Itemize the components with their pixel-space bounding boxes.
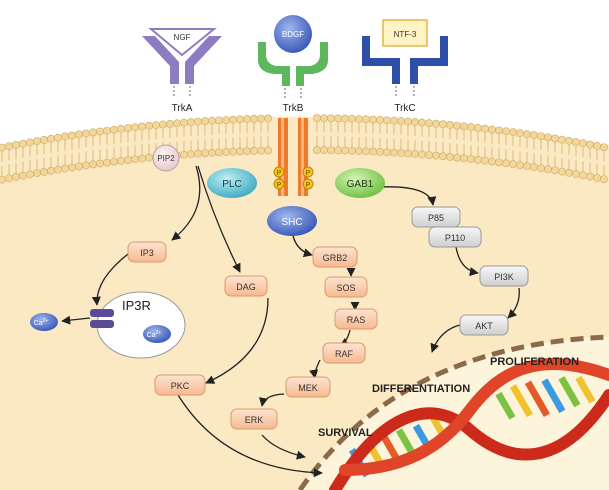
- ntf3-ligand-label: NTF-3: [394, 30, 417, 39]
- svg-text:Ca2+: Ca2+: [147, 330, 162, 339]
- p85-node: P85: [411, 206, 461, 228]
- bdgf-ligand-label: BDGF: [282, 30, 304, 39]
- svg-text:RAS: RAS: [347, 315, 366, 325]
- akt-node: AKT: [459, 314, 509, 336]
- svg-text:GAB1: GAB1: [347, 179, 374, 190]
- svg-text:SHC: SHC: [281, 217, 302, 228]
- mek-node: MEK: [285, 376, 331, 398]
- svg-text:P: P: [277, 182, 282, 189]
- svg-text:MEK: MEK: [298, 383, 318, 393]
- ca-inner: [143, 325, 171, 343]
- pkc-node: PKC: [154, 374, 206, 396]
- svg-text:PI3K: PI3K: [494, 272, 514, 282]
- dna-rungs: [348, 375, 596, 478]
- svg-text:P: P: [306, 170, 311, 177]
- ip3-node: IP3: [127, 241, 167, 263]
- trkb-transmembrane: [278, 118, 308, 196]
- ip3r-label: IP3R: [122, 298, 151, 313]
- pi3k-node: PI3K: [479, 265, 529, 287]
- grb2-node: GRB2: [312, 246, 358, 268]
- pathway-arrows: [91, 165, 520, 478]
- label-survival: SURVIVAL: [318, 427, 373, 439]
- p110-node: P110: [428, 226, 482, 248]
- svg-text:IP3: IP3: [140, 248, 154, 258]
- svg-text:GRB2: GRB2: [323, 253, 348, 263]
- sos-node: SOS: [324, 276, 368, 298]
- trkb-receptor-body: [258, 42, 328, 86]
- receptor-trkc: NTF-3 TrkC: [362, 19, 448, 114]
- ip3r-channel: [90, 309, 114, 317]
- svg-text:RAF: RAF: [335, 349, 354, 359]
- phospho-sites: P P P P: [273, 166, 314, 190]
- nuclear-envelope: [297, 334, 609, 490]
- receptor-trkb: BDGF TrkB: [258, 15, 328, 114]
- dna-strand-a: [329, 389, 609, 490]
- svg-text:P: P: [277, 170, 282, 177]
- svg-text:PKC: PKC: [171, 381, 190, 391]
- svg-text:AKT: AKT: [475, 321, 493, 331]
- label-proliferation: PROLIFERATION: [490, 356, 579, 368]
- trkc-receptor-body: [362, 36, 448, 84]
- svg-text:Ca2+: Ca2+: [34, 318, 49, 327]
- dna-helix: [329, 357, 609, 490]
- shc-node: SHC: [267, 206, 317, 236]
- dna-strand-b: [339, 357, 609, 476]
- ngf-ligand: [148, 28, 217, 57]
- svg-text:PLC: PLC: [222, 179, 241, 190]
- svg-text:P110: P110: [445, 233, 465, 243]
- svg-text:ERK: ERK: [245, 415, 264, 425]
- ngf-ligand-label: NGF: [174, 33, 191, 42]
- gab1-node: GAB1: [335, 168, 385, 198]
- svg-text:SOS: SOS: [336, 283, 355, 293]
- svg-text:PIP2: PIP2: [157, 154, 175, 163]
- label-differentiation: DIFFERENTIATION: [372, 383, 470, 395]
- trka-receptor-body: [142, 36, 222, 84]
- receptor-trka: NGF TrkA: [142, 28, 222, 114]
- cell-membrane: [0, 114, 608, 184]
- svg-text:P85: P85: [428, 213, 444, 223]
- raf-node: RAF: [322, 342, 366, 364]
- plc-node: PLC: [207, 168, 257, 198]
- pip2-node: PIP2: [152, 144, 180, 172]
- trkc-label: TrkC: [394, 103, 415, 114]
- ca-outer: [30, 313, 58, 331]
- erk-node: ERK: [230, 408, 278, 430]
- trka-label: TrkA: [172, 103, 193, 114]
- svg-text:DAG: DAG: [236, 282, 256, 292]
- trkb-label: TrkB: [283, 103, 304, 114]
- svg-text:P: P: [306, 182, 311, 189]
- ip3r-group: IP3R Ca2+ Ca2+: [30, 291, 186, 359]
- bdgf-ligand: [274, 15, 312, 53]
- ras-node: RAS: [334, 308, 378, 330]
- ntf3-ligand: [382, 19, 428, 47]
- dag-node: DAG: [224, 275, 268, 297]
